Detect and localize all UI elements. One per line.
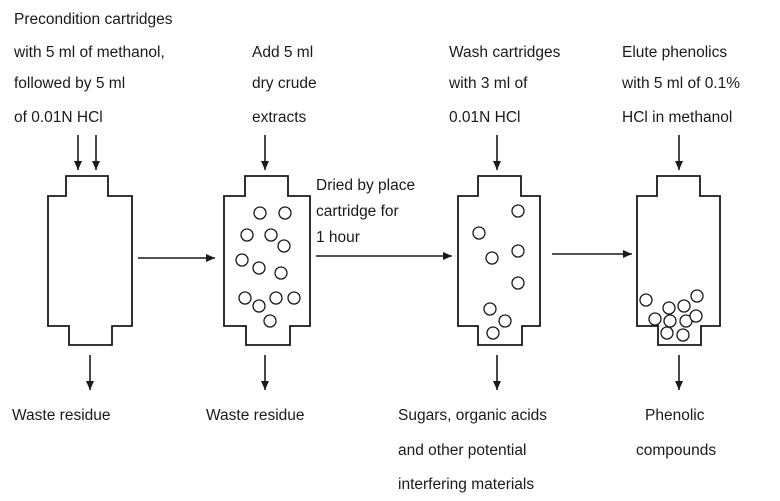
- step-3-instruction-line-2: with 3 ml of: [448, 75, 528, 92]
- bead: [639, 293, 653, 307]
- bead: [483, 302, 497, 316]
- bead: [264, 228, 278, 242]
- step-2-instruction-line-3: extracts: [252, 109, 307, 126]
- step-1-instruction-line-1: Precondition cartridges: [14, 11, 173, 28]
- step-1-instruction-line-2: with 5 ml of methanol,: [13, 44, 165, 61]
- step-2-sorbent-beads: [235, 206, 301, 328]
- bead: [677, 299, 691, 313]
- step-3-instruction-line-1: Wash cartridges: [449, 44, 561, 61]
- bead: [498, 314, 512, 328]
- bead: [252, 299, 266, 313]
- bead: [277, 239, 291, 253]
- bead: [274, 266, 288, 280]
- bead: [287, 291, 301, 305]
- step-3-output-line-2: and other potential: [398, 442, 526, 459]
- bead: [485, 251, 499, 265]
- bead: [662, 301, 676, 315]
- step-2: Add 5 ml dry crude extracts Waste residu…: [206, 44, 317, 424]
- step-2-output-line-1: Waste residue: [206, 407, 305, 424]
- step-2-instruction-line-1: Add 5 ml: [252, 44, 313, 61]
- drying-note-line-3: 1 hour: [316, 229, 360, 246]
- bead: [278, 206, 292, 220]
- step-4-instruction-line-3: HCl in methanol: [622, 109, 732, 126]
- step-4: Elute phenolics with 5 ml of 0.1% HCl in…: [621, 44, 740, 459]
- bead: [511, 204, 525, 218]
- step-1: Precondition cartridges with 5 ml of met…: [12, 11, 173, 424]
- step-3-output-line-1: Sugars, organic acids: [398, 407, 547, 424]
- step-1-output-line-1: Waste residue: [12, 407, 111, 424]
- bead: [660, 326, 674, 340]
- step-1-cartridge: [47, 175, 133, 346]
- drying-note-line-2: cartridge for: [316, 203, 399, 220]
- bead: [689, 309, 703, 323]
- step-3-sorbent-beads: [472, 204, 525, 340]
- bead: [238, 291, 252, 305]
- drying-note: Dried by place cartridge for 1 hour: [316, 177, 415, 246]
- bead: [252, 261, 266, 275]
- bead: [235, 253, 249, 267]
- step-4-instruction-line-1: Elute phenolics: [622, 44, 727, 61]
- step-1-instruction-line-4: of 0.01N HCl: [14, 109, 103, 126]
- step-4-instruction-line-2: with 5 ml of 0.1%: [621, 75, 740, 92]
- bead: [663, 314, 677, 328]
- bead: [472, 226, 486, 240]
- drying-note-line-1: Dried by place: [316, 177, 415, 194]
- bead: [511, 276, 525, 290]
- step-3-cartridge: [457, 175, 541, 346]
- step-3: Wash cartridges with 3 ml of 0.01N HCl S…: [398, 44, 561, 493]
- bead: [263, 314, 277, 328]
- step-4-sorbent-beads: [639, 289, 704, 342]
- bead: [676, 328, 690, 342]
- step-4-output-line-1: Phenolic: [645, 407, 705, 424]
- step-3-output-line-3: interfering materials: [398, 476, 534, 493]
- step-1-instruction-line-3: followed by 5 ml: [14, 75, 125, 92]
- step-2-instruction-line-2: dry crude: [252, 75, 317, 92]
- bead: [486, 326, 500, 340]
- bead: [690, 289, 704, 303]
- bead: [253, 206, 267, 220]
- bead: [648, 312, 662, 326]
- bead: [240, 228, 254, 242]
- bead: [269, 291, 283, 305]
- step-4-output-line-2: compounds: [636, 442, 716, 459]
- step-4-cartridge: [636, 175, 721, 346]
- bead: [511, 244, 525, 258]
- step-3-instruction-line-3: 0.01N HCl: [449, 109, 521, 126]
